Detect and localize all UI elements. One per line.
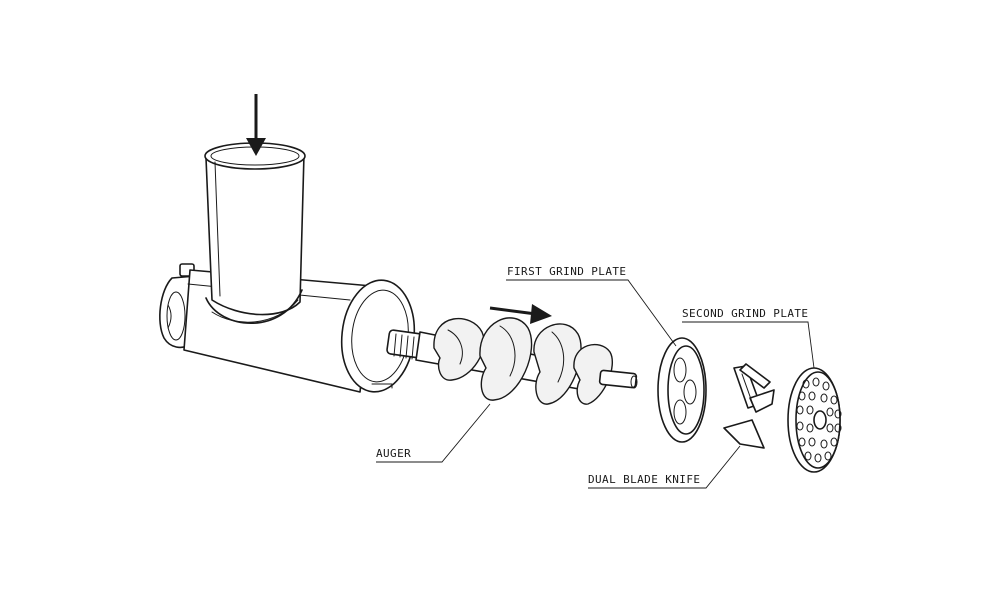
label-auger: AUGER [376,447,411,460]
arrow-down-icon [246,94,266,156]
label-second-grind-plate: SECOND GRIND PLATE [682,307,808,320]
leader-lines [376,279,815,489]
first-grind-plate [657,337,707,443]
arrow-right-icon [489,304,552,324]
label-dual-blade-knife: DUAL BLADE KNIFE [588,473,700,486]
second-grind-plate [787,367,842,473]
auger [386,317,638,405]
label-first-grind-plate: FIRST GRIND PLATE [507,265,626,278]
grinder-housing [159,142,416,393]
dual-blade-knife [723,363,775,449]
